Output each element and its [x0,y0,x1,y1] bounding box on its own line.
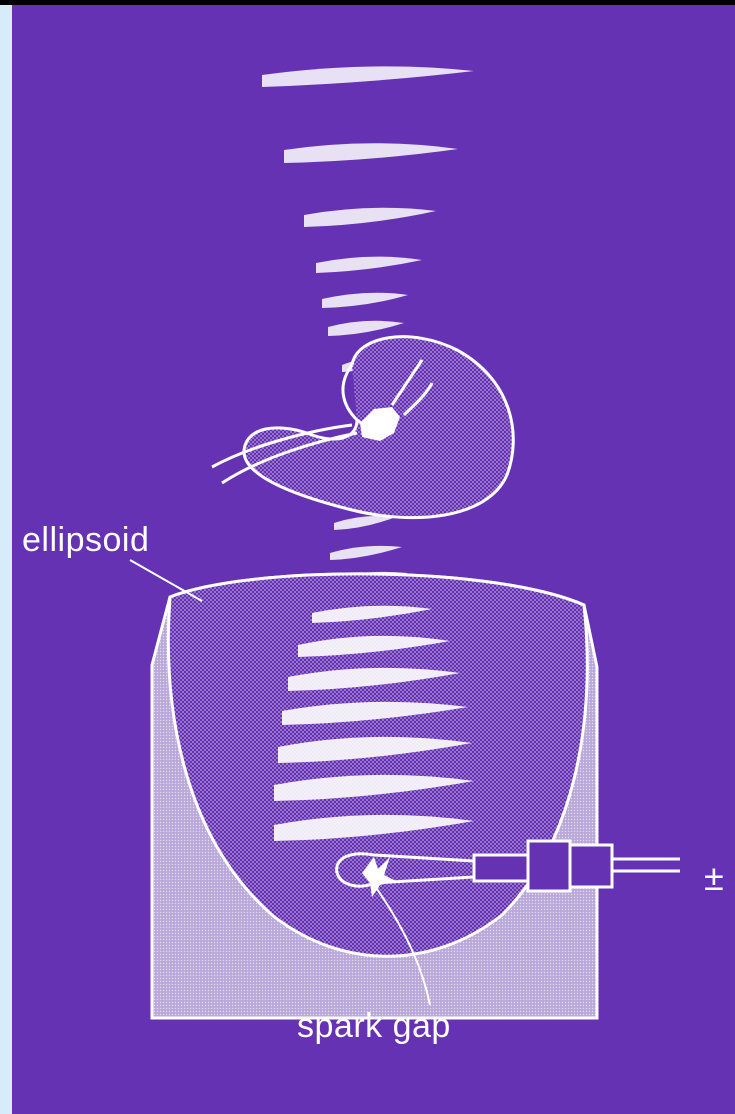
diagram-drawing [12,5,735,1114]
spark-gap-label: spark gap [297,1009,451,1043]
ellipsoid-leader-line [130,560,202,601]
image-frame: ellipsoid spark gap ± [0,5,735,1114]
lithotripter-diagram: ellipsoid spark gap ± [12,5,735,1114]
ellipsoid-label: ellipsoid [22,523,149,557]
polarity-label: ± [704,860,724,896]
